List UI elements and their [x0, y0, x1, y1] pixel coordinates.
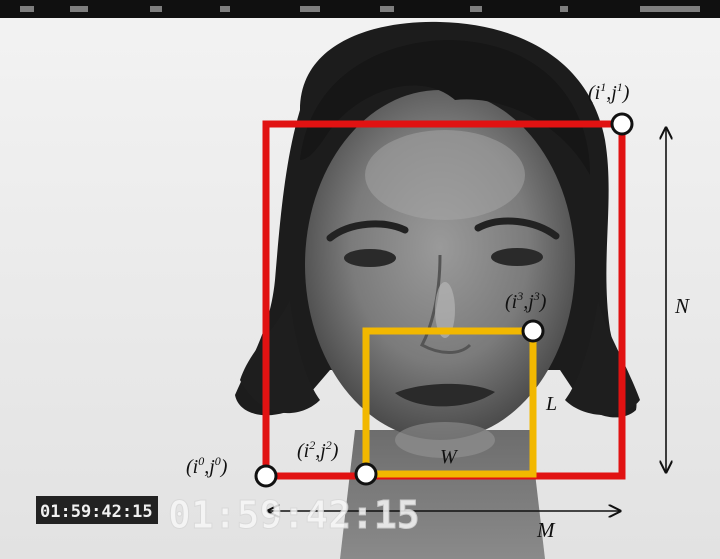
- inner-marker-bottom-left: [354, 462, 378, 486]
- label-inner-top-right: (i3,j3): [505, 289, 547, 313]
- inner-mouth-box: [362, 327, 537, 478]
- timestamp-small: 01:59:42:15: [36, 496, 158, 524]
- svg-text:01:59:42:15: 01:59:42:15: [40, 502, 153, 522]
- corner-marker-bottom-left: [254, 464, 278, 488]
- svg-text:01:59:42:15: 01:59:42:15: [168, 493, 420, 537]
- label-corner-bottom-left: (i0,j0): [186, 454, 228, 478]
- label-n: N: [674, 294, 690, 318]
- label-w: W: [440, 446, 459, 468]
- label-inner-bottom-left: (i2,j2): [297, 438, 339, 462]
- inner-marker-top-right: [521, 319, 545, 343]
- video-top-bar: [0, 0, 720, 18]
- label-m: M: [536, 518, 556, 542]
- label-corner-top-right: (i1,j1): [588, 80, 630, 104]
- label-l: L: [545, 393, 557, 415]
- timestamp-large: 01:59:42:15: [168, 493, 421, 538]
- corner-marker-top-right: [610, 112, 634, 136]
